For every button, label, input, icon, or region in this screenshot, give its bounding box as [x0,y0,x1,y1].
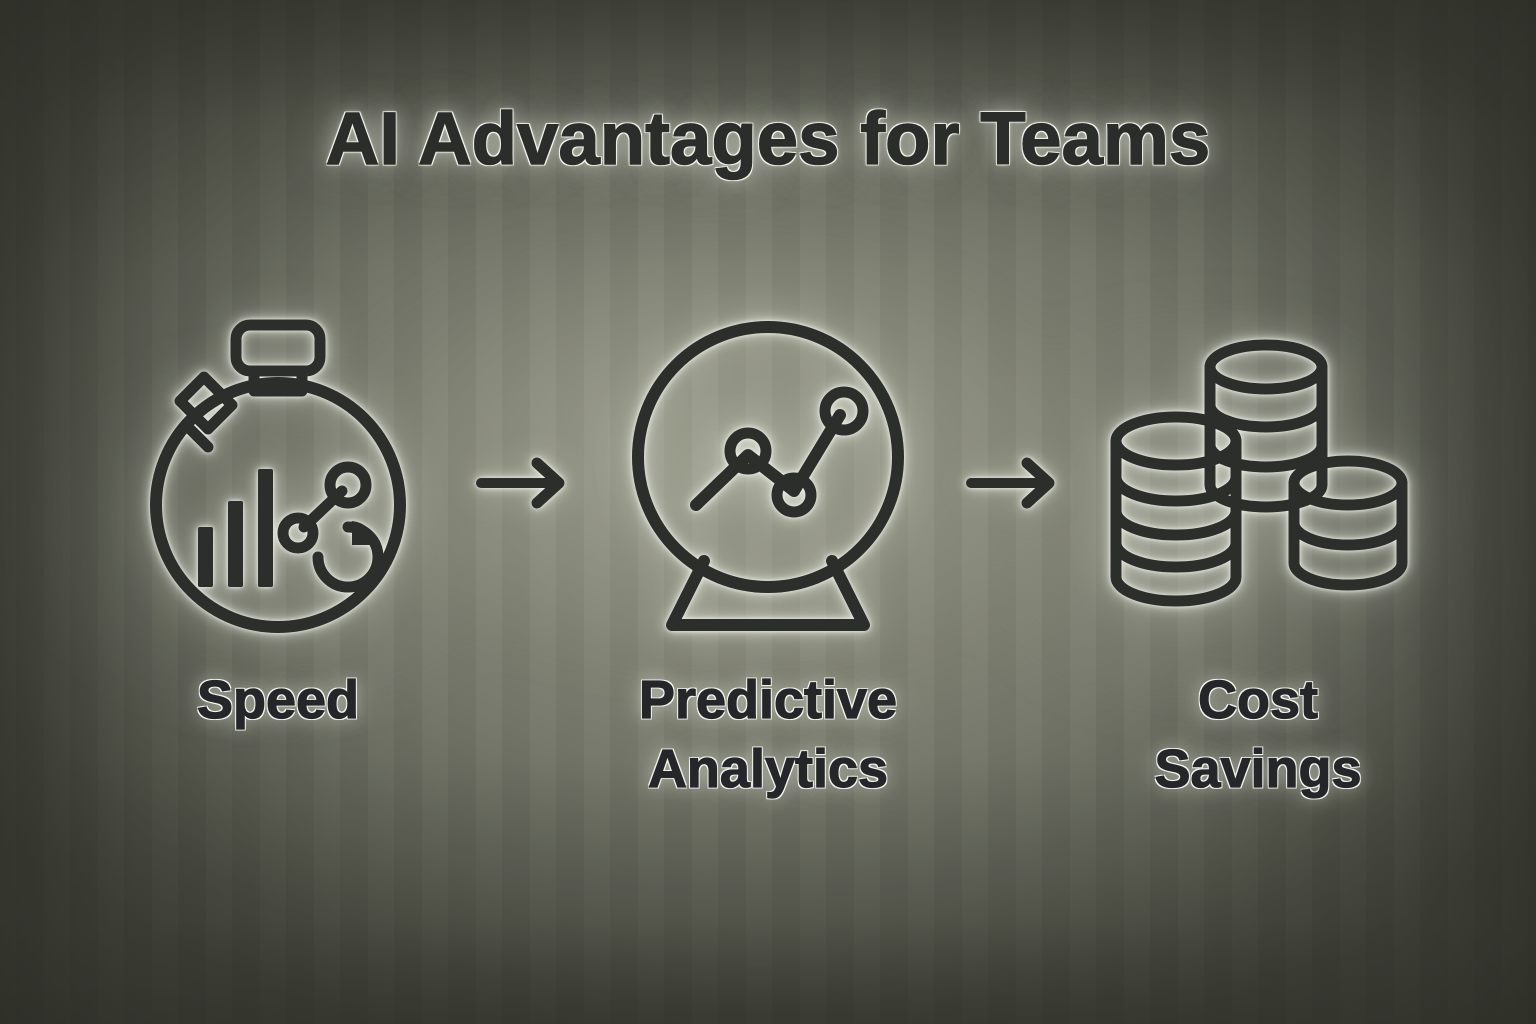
step-label-line: Analytics [647,739,889,800]
step-label-line: Predictive [638,669,898,730]
step-label-line: Speed [196,669,360,730]
arrow-right-icon-2 [953,300,1073,511]
steps-row: Speed [0,300,1536,860]
arrow-right-icon-1 [463,300,583,511]
coin-stacks-icon [1098,300,1418,650]
crystal-ball-chart-icon [618,300,918,650]
step-label-speed: Speed [196,666,360,735]
step-cost-savings: Cost Savings [1073,300,1443,804]
step-label-line: Savings [1154,739,1362,800]
step-label-cost-savings: Cost Savings [1154,666,1362,804]
stopwatch-analytics-icon [128,300,428,650]
step-predictive-analytics: Predictive Analytics [583,300,953,804]
page-title: AI Advantages for Teams [325,96,1211,181]
step-label-line: Cost [1197,669,1318,730]
step-label-predictive-analytics: Predictive Analytics [638,666,898,804]
step-speed: Speed [93,300,463,735]
